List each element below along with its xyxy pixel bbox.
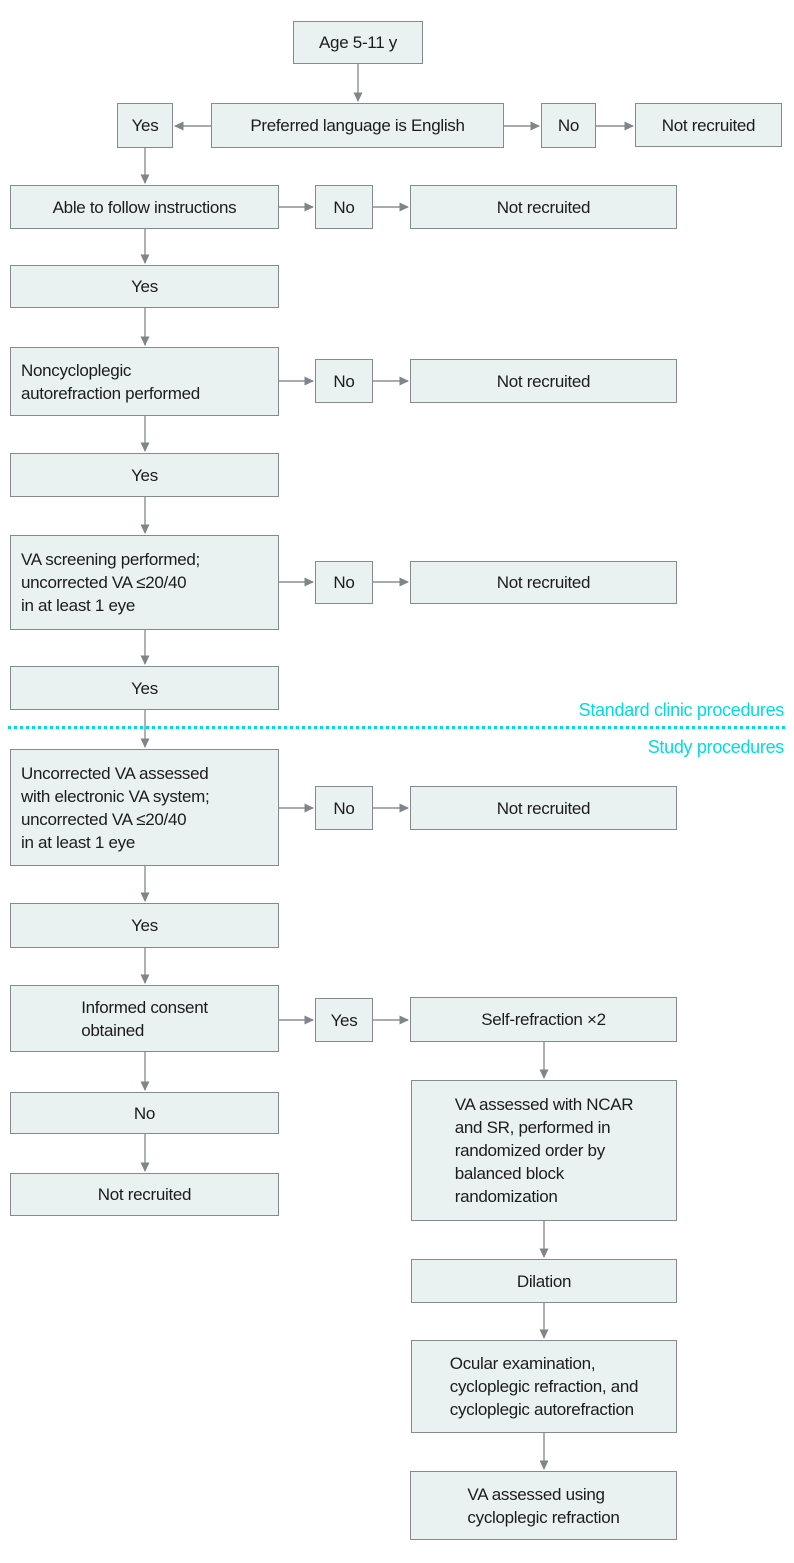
node-instructions-not-recruited: Not recruited — [410, 185, 677, 229]
node-age: Age 5-11 y — [293, 21, 423, 64]
node-language-yes: Yes — [117, 103, 173, 148]
node-language-no: No — [541, 103, 596, 148]
node-consent-yes: Yes — [315, 998, 373, 1042]
node-electronic-va-not-recruited: Not recruited — [410, 786, 677, 830]
node-electronic-va: Uncorrected VA assessed with electronic … — [10, 749, 279, 866]
node-ocular-exam: Ocular examination, cycloplegic refracti… — [411, 1340, 677, 1433]
node-consent-no: No — [10, 1092, 279, 1134]
node-autorefraction: Noncycloplegic autorefraction performed — [10, 347, 279, 416]
node-instructions-no: No — [315, 185, 373, 229]
node-va-screening-not-recruited: Not recruited — [410, 561, 677, 604]
node-language-not-recruited: Not recruited — [635, 103, 782, 147]
node-electronic-va-yes: Yes — [10, 903, 279, 948]
study-procedures-label: Study procedures — [647, 737, 785, 757]
node-self-refraction: Self-refraction ×2 — [410, 997, 677, 1042]
node-consent: Informed consent obtained — [10, 985, 279, 1052]
node-autorefraction-yes: Yes — [10, 453, 279, 497]
standard-clinic-procedures-label: Standard clinic procedures — [578, 700, 785, 720]
node-language: Preferred language is English — [211, 103, 504, 148]
node-electronic-va-no: No — [315, 786, 373, 830]
node-autorefraction-no: No — [315, 359, 373, 403]
node-consent-not-recruited: Not recruited — [10, 1173, 279, 1216]
node-va-screening: VA screening performed; uncorrected VA ≤… — [10, 535, 279, 630]
node-ncar-sr: VA assessed with NCAR and SR, performed … — [411, 1080, 677, 1221]
node-instructions-yes: Yes — [10, 265, 279, 308]
node-instructions: Able to follow instructions — [10, 185, 279, 229]
node-va-screening-no: No — [315, 561, 373, 604]
node-autorefraction-not-recruited: Not recruited — [410, 359, 677, 403]
node-dilation: Dilation — [411, 1259, 677, 1303]
section-divider-line — [8, 726, 787, 729]
node-va-cycloplegic: VA assessed using cycloplegic refraction — [410, 1471, 677, 1540]
node-va-screening-yes: Yes — [10, 666, 279, 710]
